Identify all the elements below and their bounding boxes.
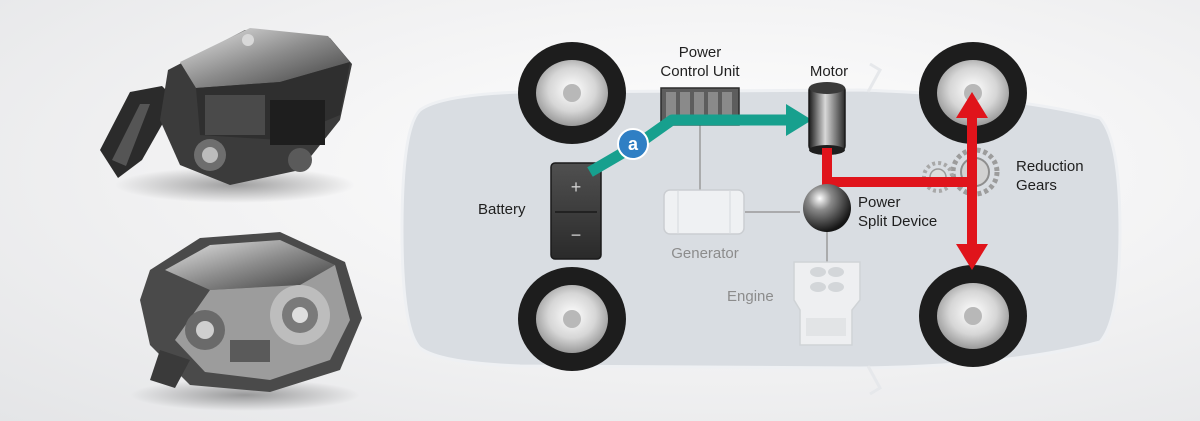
- reduction-gears-label-line1: Reduction: [1016, 158, 1084, 175]
- motor-icon: [808, 82, 846, 155]
- motor-label: Motor: [810, 63, 848, 80]
- generator-icon: [663, 189, 745, 235]
- transaxle-gearbox-icon: [130, 232, 362, 411]
- wheel-rear-right: [919, 265, 1027, 367]
- electric-flow-arrow: [587, 104, 812, 177]
- power-split-device-icon: [803, 184, 851, 232]
- power-control-unit-label-line2: Control Unit: [660, 63, 740, 80]
- power-split-device-label-line1: Power: [858, 194, 901, 211]
- wheel-front-left: [518, 42, 626, 144]
- generator-label: Generator: [671, 245, 739, 262]
- engine-icon: [793, 261, 861, 346]
- battery-icon: + −: [550, 162, 602, 260]
- battery-minus-sign: −: [571, 225, 582, 245]
- flow-badge: a: [617, 128, 649, 160]
- battery-label: Battery: [478, 201, 526, 218]
- battery-plus-sign: +: [571, 177, 582, 197]
- power-control-unit-label-line1: Power: [679, 44, 722, 61]
- drive-flow-arrows: [822, 92, 988, 270]
- mechanical-connectors: [699, 125, 828, 262]
- power-split-device-label-line2: Split Device: [858, 213, 937, 230]
- svg-text:a: a: [628, 134, 639, 154]
- reduction-gears-label-line2: Gears: [1016, 177, 1057, 194]
- hybrid-engine-icon: [100, 28, 355, 203]
- wheel-rear-left: [518, 267, 626, 371]
- wheel-front-right: [919, 42, 1027, 144]
- engine-label: Engine: [727, 288, 774, 305]
